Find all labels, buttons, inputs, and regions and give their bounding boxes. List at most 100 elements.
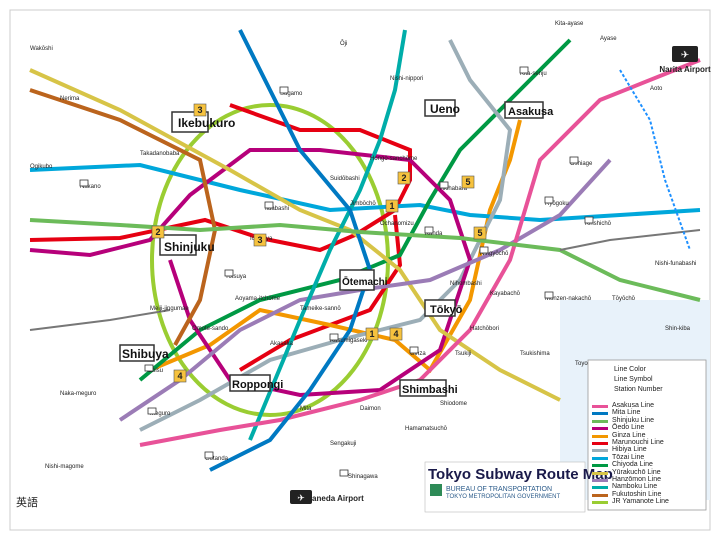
legend-line-name: Chiyoda Line [612,461,653,469]
title-frame [424,461,586,513]
legend-line-name: Tōzai Line [612,453,645,461]
legend-row: JR Yamanote Line [592,498,702,507]
label-nishi-funabashi: Nishi-funabashi [655,261,696,267]
marunouchi-line-south [238,214,403,372]
station-shibuya[interactable] [119,344,155,362]
label-tameike-sanno: Tameike-sannō [300,306,341,312]
label-meiji-jingumae: Meiji-jingumae [150,306,189,312]
legend-swatch [592,464,608,468]
legend-swatch [592,449,608,453]
airplane-icon [672,46,698,62]
haneda-airport[interactable]: ✈ Haneda Airport [290,490,364,504]
marker-5-label: 5 [465,177,470,187]
station-otemachi[interactable] [339,269,375,291]
label-mita: Mita [300,406,312,412]
label-meguro: Meguro [150,411,171,417]
label-kasumigaseki: Kasumigaseki [330,338,367,344]
label-shimbashi: Shimbashi [402,384,458,396]
title-block: Tokyo Subway Route Map BUREAU OF TRANSPO… [428,466,613,510]
legend-row: Ōedo Line [592,424,702,433]
marker-2-label: 2 [155,227,160,237]
legend-line-name: Yūrakuchō Line [612,468,661,476]
station-asakusa[interactable] [504,101,544,119]
legend-line-color: Line Color [614,366,646,373]
label-ikebukuro: Ikebukuro [178,116,235,130]
legend-station-number: Station Number [614,386,663,393]
label-nakameguro: Naka-meguro [60,391,97,397]
marker-box [397,171,411,185]
station-tick [279,86,289,94]
label-shibuya: Shibuya [122,347,169,361]
publisher-name: BUREAU OF TRANSPORTATION [446,486,553,493]
station-tick [339,469,349,477]
airplane-glyph: ✈ [297,494,305,504]
shinjuku-line [29,218,701,302]
private-line-west [29,309,171,331]
legend-row: Asakusa Line [592,402,702,411]
label-hatchobori: Hatchōbori [470,326,499,332]
legend-swatch [592,442,608,445]
station-tick [519,66,529,74]
publisher-org: TOKYO METROPOLITAN GOVERNMENT [446,494,561,500]
station-tick [584,216,594,224]
station-shimbashi[interactable] [399,379,447,397]
legend-line-name: Fukutoshin Line [612,490,662,498]
label-sugamo: Sugamo [280,91,303,97]
marker-4-label: 4 [177,371,182,381]
label-kitasenju: Kita-senju [520,71,547,77]
label-takadanobaba: Takadanobaba [140,151,180,157]
marker-box [389,327,403,341]
ginza-line [149,119,522,374]
language-label: 英語 [16,497,38,509]
legend-line-name: JR Yamanote Line [612,498,669,506]
legend-swatch [592,456,608,460]
station-shinjuku[interactable] [159,234,197,256]
label-aoyama-itchome: Aoyama-itchōme [235,296,281,302]
private-line-east [559,229,701,251]
label-nishi-magome: Nishi-magome [45,464,84,470]
label-akihabara: Akihabara [440,186,468,192]
legend-row: Shinjuku Line [592,417,702,426]
station-roppongi[interactable] [229,374,271,392]
station-tick [224,269,234,277]
label-yotsuya: Yotsuya [225,274,247,280]
haneda-label: Haneda Airport [306,494,364,503]
label-nishi-nippori: Nishi-nippori [390,76,423,82]
marker-box [461,175,475,189]
legend-line-name: Marunouchi Line [612,439,664,446]
legend-swatch [592,405,608,408]
label-monzen-nakacho: Monzen-nakachō [545,296,592,302]
marker-2-label: 2 [401,173,406,183]
label-shiodome: Shiodome [440,401,468,407]
marker-box [173,369,187,383]
narita-access [619,69,691,251]
label-jimbocho: Jimbōchō [350,201,376,207]
chiyoda-line [138,38,572,382]
label-tokyo: Tōkyō [430,304,463,316]
marker-1-label: 1 [369,329,374,339]
label-kayabacho: Kayabachō [490,291,521,297]
bureau-logo [430,484,442,496]
numbered-markers: 3 2 5 1 2 5 3 1 4 4 [151,103,487,383]
legend-row: Ginza Line [592,432,702,441]
marker-box [385,199,399,213]
legend-line-symbol: Line Symbol [614,376,653,383]
station-ueno[interactable] [424,99,456,117]
legend-swatch [592,471,608,475]
narita-airport[interactable]: ✈ Narita Airport [659,46,711,74]
label-daimon: Daimon [360,406,381,412]
legend-swatch [592,501,608,505]
label-toyosu: Toyosu [575,361,594,367]
legend-row: Hibiya Line [592,446,702,455]
label-asakusa: Asakusa [508,106,554,118]
legend-swatch [592,479,608,482]
legend-row: Chiyoda Line [592,461,702,470]
station-ikebukuro[interactable] [171,111,209,133]
marker-box [473,226,487,240]
legend-line-name: Namboku Line [612,483,658,491]
label-ogikubo: Ogikubo [30,164,53,170]
label-kanda: Kanda [425,231,443,237]
station-tokyo[interactable] [424,299,456,317]
legend-swatch [592,486,608,490]
station-tick [79,179,89,187]
